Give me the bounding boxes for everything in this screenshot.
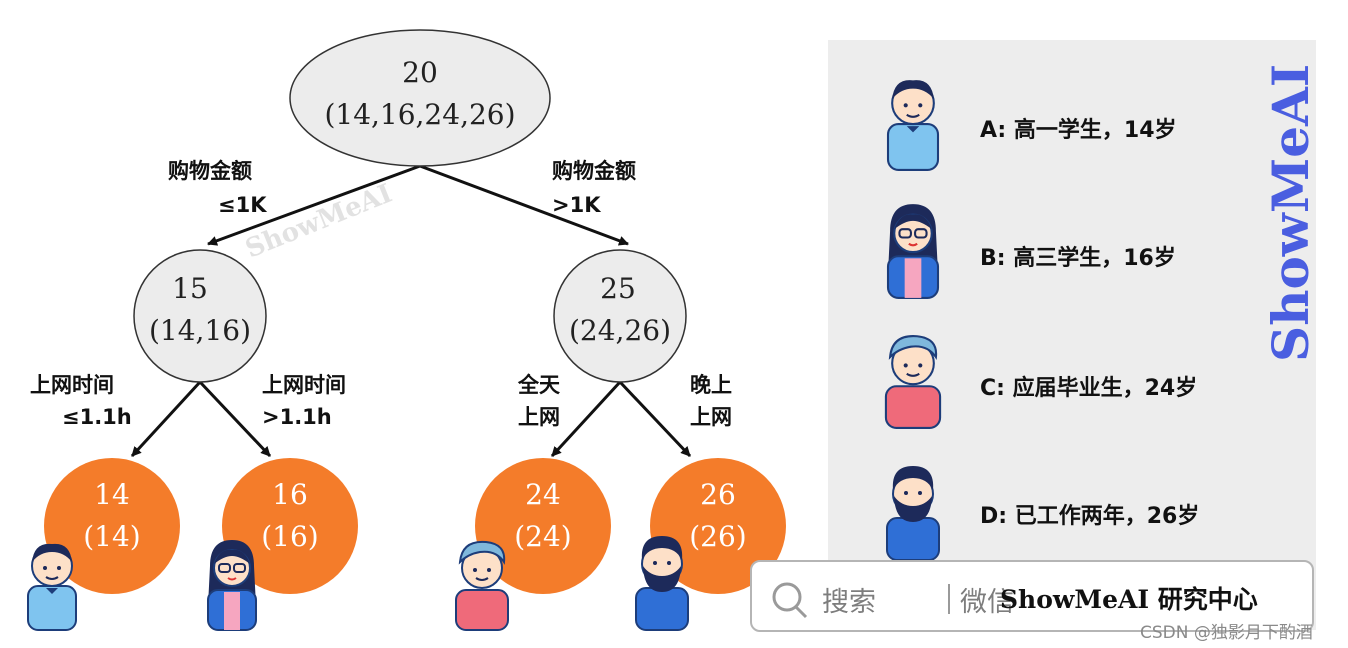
legend-panel: A: 高一学生，14岁 B: 高三学生，16岁 C: 应届毕业生，24岁 D: … xyxy=(828,40,1316,630)
legend-text-D: D: 已工作两年，26岁 xyxy=(980,504,1200,529)
tree-edges xyxy=(130,164,692,458)
root-node-members: (14,16,24,26) xyxy=(324,98,515,131)
edge-label-left-lr-2: >1.1h xyxy=(262,405,332,429)
legend-avatar-B-icon xyxy=(886,204,940,299)
right-node-value: 25 xyxy=(600,272,636,305)
legend-avatar-D-icon xyxy=(886,466,940,560)
right-node-members: (24,26) xyxy=(569,314,671,347)
edge-label-left-ll-1: 上网时间 xyxy=(30,373,114,397)
wechat-search-badge: 搜索 微信 ShowMeAI 研究中心 xyxy=(750,560,1314,632)
edge-label-root-right-1: 购物金额 xyxy=(552,159,636,183)
leaf-3-value: 24 xyxy=(525,478,561,511)
brand-name: ShowMeAI 研究中心 xyxy=(1000,585,1258,614)
root-node: 20 (14,16,24,26) xyxy=(289,29,551,167)
search-label: 搜索 xyxy=(822,587,876,618)
edge-label-left-ll-2: ≤1.1h xyxy=(62,405,132,429)
edge-root-left xyxy=(207,164,421,246)
edge-right-rr xyxy=(618,380,692,458)
leaf-2-value: 16 xyxy=(272,478,308,511)
leaf-node-1: 14 (14) xyxy=(44,458,180,594)
root-node-value: 20 xyxy=(402,56,438,89)
edge-label-root-left-2: ≤1K xyxy=(218,193,267,217)
edge-right-rl xyxy=(550,380,622,458)
student-girl-avatar-icon xyxy=(207,540,257,631)
search-icon xyxy=(772,582,808,619)
leaf-node-3: 24 (24) xyxy=(475,458,611,594)
edge-label-left-lr-1: 上网时间 xyxy=(262,373,346,397)
leaf-1-value: 14 xyxy=(94,478,130,511)
legend-avatar-A-icon xyxy=(886,80,940,171)
edge-label-right-rl-1: 全天 xyxy=(517,373,561,397)
edge-label-root-left-1: 购物金额 xyxy=(168,159,252,183)
edge-left-ll xyxy=(130,380,202,458)
edge-label-root-right-2: >1K xyxy=(552,193,601,217)
leaf-1-members: (14) xyxy=(83,520,140,553)
brand-logo-vertical: ShowMeAI xyxy=(1262,64,1320,362)
watermark-text: ShowMeAI xyxy=(241,179,396,265)
leaf-node-2: 16 (16) xyxy=(222,458,358,594)
leaf-3-members: (24) xyxy=(514,520,571,553)
student-boy-avatar-icon xyxy=(27,543,77,631)
edge-label-right-rr-2: 上网 xyxy=(690,405,732,429)
legend-text-C: C: 应届毕业生，24岁 xyxy=(980,376,1198,401)
legend-text-B: B: 高三学生，16岁 xyxy=(980,246,1176,271)
edge-label-right-rr-1: 晚上 xyxy=(690,373,732,397)
legend-avatar-C-icon xyxy=(884,335,942,429)
right-node: 25 (24,26) xyxy=(553,249,687,383)
edge-label-right-rl-2: 上网 xyxy=(518,405,560,429)
brand-logo-text: ShowMeAI xyxy=(1262,64,1320,362)
search-divider xyxy=(948,584,950,614)
edge-left-lr xyxy=(198,380,272,458)
csdn-credit: CSDN @独影月下酌酒 xyxy=(1140,623,1313,643)
wechat-label: 微信 xyxy=(960,587,1014,618)
left-node: 15 (14,16) xyxy=(133,249,267,383)
edge-root-right xyxy=(419,164,629,246)
graduate-avatar-icon xyxy=(455,540,509,631)
bearded-worker-avatar-icon xyxy=(635,536,689,631)
left-node-value: 15 xyxy=(172,272,208,305)
leaf-2-members: (16) xyxy=(261,520,318,553)
legend-text-A: A: 高一学生，14岁 xyxy=(980,118,1177,143)
leaf-4-members: (26) xyxy=(689,520,746,553)
leaf-node-4: 26 (26) xyxy=(650,458,786,594)
leaf-4-value: 26 xyxy=(700,478,736,511)
left-node-members: (14,16) xyxy=(149,314,251,347)
